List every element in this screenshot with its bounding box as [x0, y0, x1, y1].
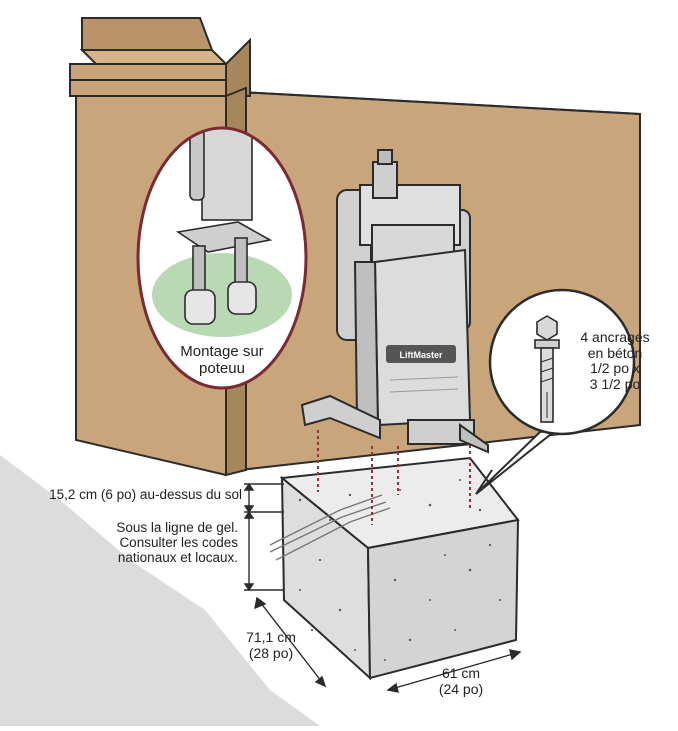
frost-line-line-1: Sous la ligne de gel.	[116, 520, 238, 535]
ground-patch	[152, 253, 292, 337]
width-line-1: 61 cm	[441, 665, 481, 681]
frost-line-line-2: Consulter les codes	[119, 535, 238, 551]
anchors-label: 4 ancrages en béton 1/2 po x 3 1/2 po	[565, 329, 665, 393]
post-mount-line-1: Montage sur	[180, 343, 264, 360]
anchors-line-3: 1/2 po x	[590, 360, 640, 377]
post-mount-callout	[136, 126, 308, 390]
gate-operator-icon: LiftMaster	[300, 149, 489, 454]
depth-line-2: (28 po)	[248, 644, 294, 661]
concrete-pad	[269, 430, 520, 681]
post-mount-label: Montage sur poteuu	[160, 343, 284, 378]
post-mount-icon	[175, 128, 273, 325]
anchor-callout	[475, 288, 636, 495]
frost-line-line-3: nationaux et locaux.	[117, 550, 238, 566]
height-above-ground-label: 15,2 cm (6 po) au-dessus du sol	[49, 487, 242, 502]
post-mount-line-2: poteuu	[199, 359, 245, 377]
anchors-line-4: 3 1/2 po	[589, 376, 641, 393]
concrete-anchor-bolt-icon	[534, 315, 560, 423]
frost-line-label: Sous la ligne de gel. Consulter les code…	[70, 520, 238, 565]
anchors-line-1: 4 ancrages	[580, 329, 650, 345]
brand-label: LiftMaster	[399, 350, 443, 360]
anchor-drop-lines	[317, 430, 471, 525]
anchors-line-2: en béton	[587, 344, 643, 361]
dimension-lines	[243, 482, 522, 693]
depth-line-1: 71,1 cm	[246, 629, 296, 645]
depth-label: 71,1 cm (28 po)	[228, 629, 314, 661]
width-line-2: (24 po)	[438, 680, 484, 697]
floor-shadow	[0, 455, 320, 726]
concrete-speckles	[298, 479, 501, 661]
width-label: 61 cm (24 po)	[418, 665, 504, 697]
